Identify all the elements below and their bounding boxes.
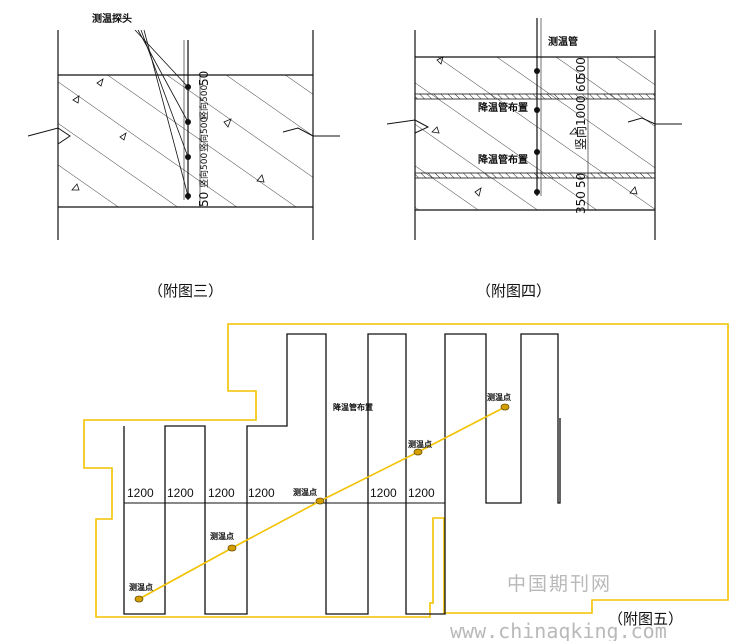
figure5-point-1	[134, 595, 144, 603]
figure4-break-right	[627, 117, 682, 125]
figure3-dim-3: 竖向500	[198, 153, 210, 188]
figure5-spacing-3: 1200	[208, 486, 235, 500]
figure5-layout-label: 降温管布置	[333, 402, 373, 412]
figure4-diagram: 测温管 降温管布置 降温管布置 60 500 竖向1000 50 350 （附图…	[386, 18, 682, 300]
figure3-dim-top: 50	[197, 71, 211, 86]
figure5-point-label-5: 测温点	[487, 392, 511, 402]
figure3-aggregate-marks	[71, 78, 265, 191]
figure3-concrete-section	[58, 75, 313, 207]
figure5-spacing-6: 1200	[408, 486, 435, 500]
figure3-break-right	[282, 127, 340, 137]
figure5-outline	[83, 323, 729, 618]
figure4-layout-label-2: 降温管布置	[478, 153, 528, 166]
figure5-diagram: 1200 1200 1200 1200 1200 1200 测温点 测温点 测温…	[83, 323, 729, 628]
figure3-dim-1: 竖向500	[198, 85, 210, 120]
watermark-cn: 中国期刊网	[507, 573, 612, 595]
figure5-point-5	[500, 403, 510, 411]
figure5-caption: （附图五）	[608, 610, 683, 628]
figure3-leader-lines	[134, 29, 189, 197]
figure5-point-label-4: 测温点	[408, 439, 432, 449]
figure3-break-left	[27, 127, 71, 145]
figure4-dim-1: 60	[574, 77, 588, 92]
figure5-spacing-2: 1200	[167, 486, 194, 500]
figure5-spacing-5: 1200	[370, 486, 397, 500]
figure4-concrete-section	[415, 57, 655, 210]
figure3-dim-2: 竖向500	[198, 117, 210, 152]
figure5-point-label-2: 测温点	[210, 531, 234, 541]
figure4-dim-5: 350	[574, 191, 588, 214]
figure3-probe-points	[185, 84, 191, 199]
figure4-dim-2: 500	[574, 57, 588, 80]
figure3-probe-label: 测温探头	[92, 12, 132, 25]
figure3-caption: （附图三）	[148, 282, 223, 300]
figure5-cooling-pipe	[123, 333, 561, 615]
figure4-cooling-layer-2	[414, 172, 656, 179]
figure4-probe-points	[534, 68, 540, 195]
figure5-point-label-3: 测温点	[293, 487, 317, 497]
figure4-break-left	[386, 119, 430, 134]
figure4-caption: （附图四）	[476, 282, 551, 300]
figure4-layout-label-1: 降温管布置	[478, 101, 528, 114]
figure3-dim-bottom: 50	[197, 192, 211, 207]
figure5-point-3	[315, 497, 325, 505]
figure4-cooling-layer-1	[414, 93, 656, 100]
watermark-url: www.chinaqking.com	[450, 619, 667, 641]
figure5-spacing-4: 1200	[248, 486, 275, 500]
figure4-dim-4: 50	[574, 173, 588, 188]
figure5-point-2	[227, 544, 237, 552]
figure5-spacing-1: 1200	[127, 486, 154, 500]
figure4-dim-3: 竖向1000	[573, 95, 588, 150]
figure4-tube-label: 测温管	[548, 35, 578, 48]
figure4-aggregate-marks	[431, 56, 638, 197]
figure3-diagram: 测温探头 50 竖向500 竖向500 竖向500 50 （附图三）	[27, 12, 340, 300]
figure5-point-4	[413, 448, 423, 456]
figure5-point-label-1: 测温点	[129, 582, 153, 592]
figure5-measurement-points	[134, 403, 510, 603]
